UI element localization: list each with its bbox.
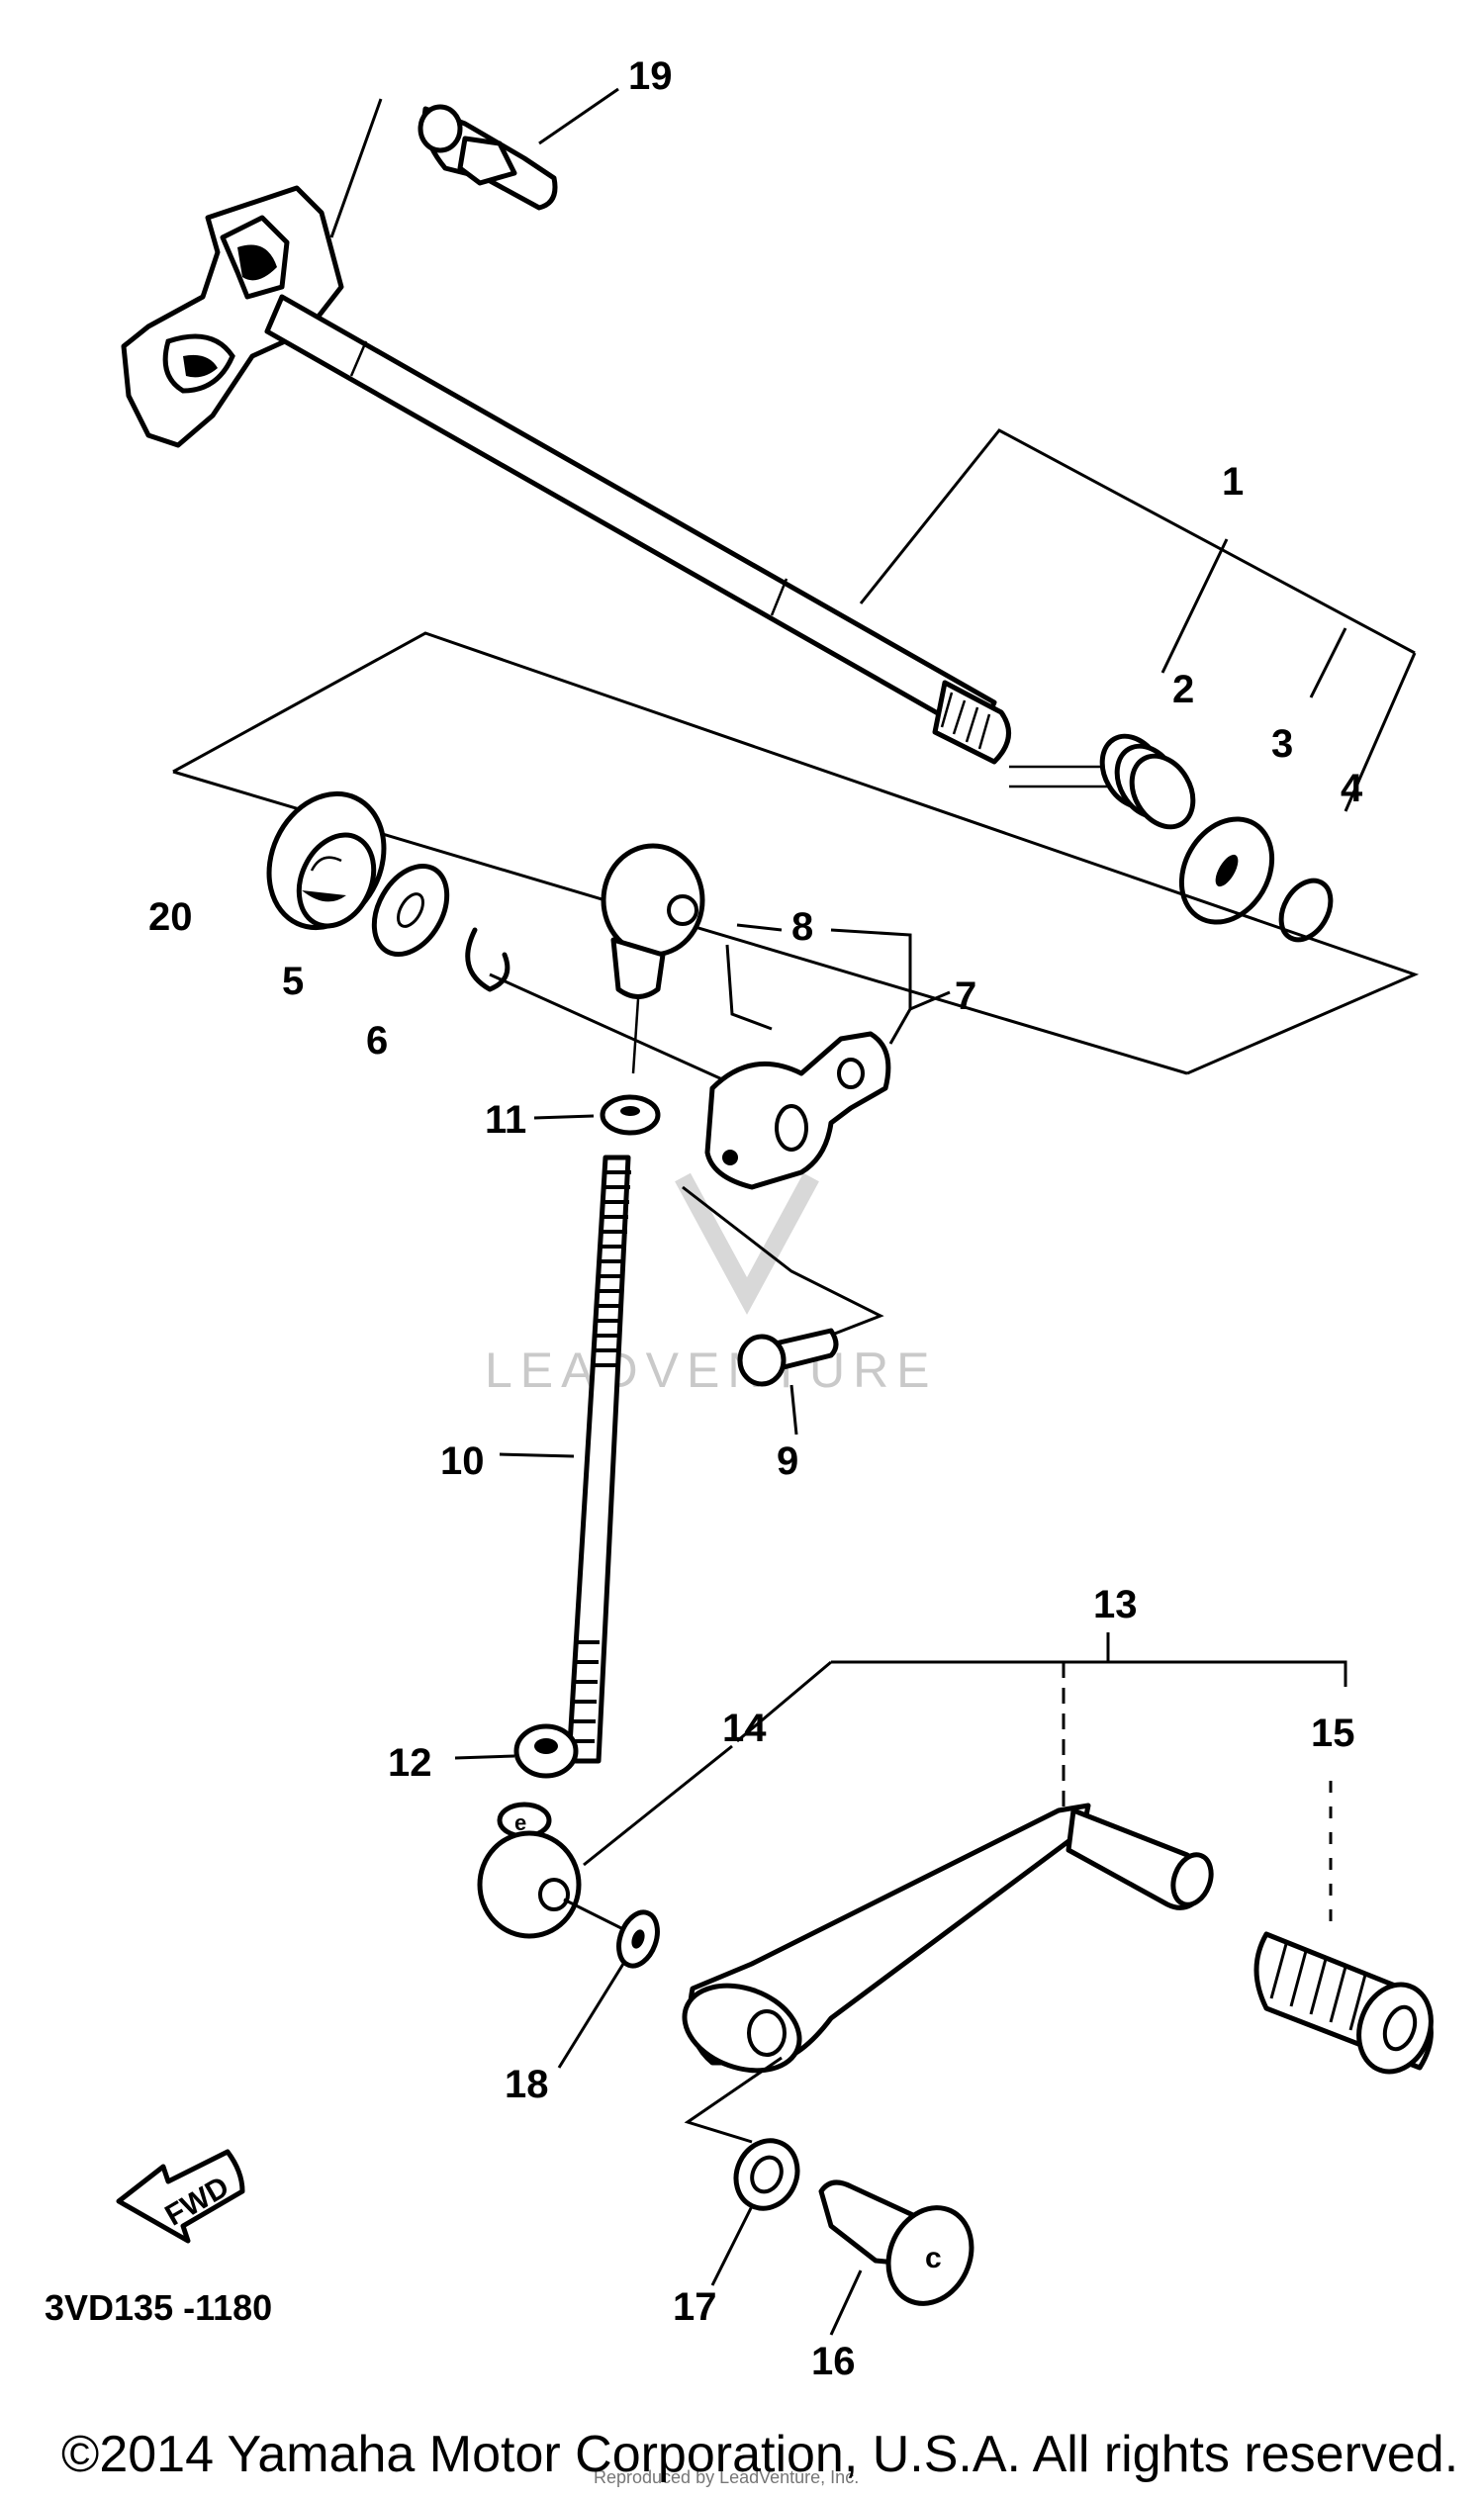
callout-19: 19: [628, 54, 673, 98]
circlip-4: [1278, 878, 1334, 943]
joint-8: [601, 843, 705, 1074]
watermark: LEADVENTURE: [485, 1172, 938, 1398]
callout-14: 14: [722, 1707, 767, 1750]
nut-11: [533, 1094, 661, 1136]
callout-1: 1: [1222, 460, 1244, 504]
callout-11: 11: [485, 1098, 526, 1142]
bolt-9: [737, 1328, 839, 1436]
bolt-16: c: [818, 2179, 974, 2336]
callout-4: 4: [1341, 767, 1363, 810]
callout-12: 12: [388, 1741, 432, 1785]
callouts: 19 1 2 3 4 20 5 6 8 7 11 9 10 13 14 15 1…: [148, 54, 1363, 2383]
bolt-19: [329, 87, 619, 238]
oil-seal-20: [266, 790, 387, 931]
svg-text:e: e: [514, 1810, 526, 1835]
nut-12: [454, 1723, 579, 1779]
callout-3: 3: [1271, 722, 1293, 766]
shift-pedal-13: [682, 1803, 1214, 2144]
rubber-15: [1253, 1781, 1434, 2075]
copyright-text: ©2014 Yamaha Motor Corporation, U.S.A. A…: [61, 2426, 1458, 2483]
shift-shaft: [121, 185, 1011, 765]
callout-13-bracket: [736, 1632, 1347, 1810]
callout-6: 6: [366, 1019, 388, 1063]
circlip-6: [465, 927, 743, 1090]
lever-7: [682, 923, 891, 1352]
callout-7: 7: [955, 974, 976, 1018]
washer-3: [1178, 816, 1275, 925]
callout-17: 17: [673, 2285, 717, 2329]
callout-1-bracket: [859, 428, 1417, 812]
rod-10: [499, 1155, 631, 1764]
callout-13: 13: [1093, 1583, 1138, 1626]
washer-18: [557, 1898, 660, 2069]
callout-18: 18: [505, 2063, 549, 2106]
callout-5: 5: [282, 960, 304, 1003]
watermark-text: LEADVENTURE: [485, 1343, 938, 1398]
callout-7-8-bracket: [830, 928, 951, 1045]
callout-10: 10: [440, 1439, 485, 1483]
drawing-code: 3VD135 -1180: [45, 2287, 272, 2328]
callout-9: 9: [777, 1439, 798, 1483]
callout-15: 15: [1311, 1712, 1355, 1755]
callout-16: 16: [811, 2340, 856, 2383]
callout-8: 8: [791, 905, 813, 949]
svg-text:c: c: [925, 2242, 942, 2274]
callout-2: 2: [1172, 668, 1194, 711]
washer-5: [371, 863, 450, 958]
spring-2: [1009, 733, 1196, 830]
reprint-note: Reproduced by LeadVenture, Inc.: [594, 2467, 859, 2487]
callout-20: 20: [148, 895, 193, 939]
joint-14: e: [477, 1744, 733, 1939]
nut-17: [710, 2138, 800, 2286]
forward-arrow: FWD: [116, 2149, 245, 2244]
